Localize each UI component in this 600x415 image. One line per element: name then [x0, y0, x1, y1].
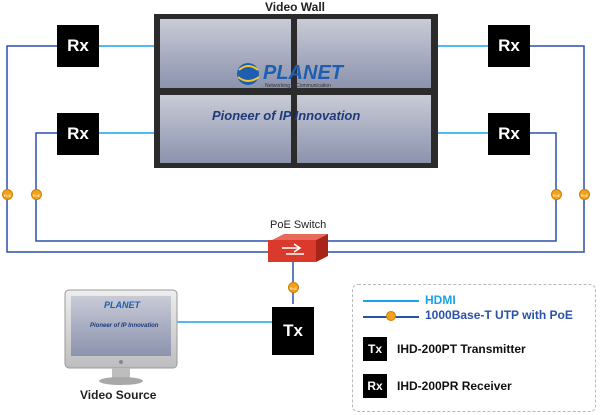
video-wall-title: Video Wall	[265, 0, 326, 14]
wall-brand: PLANET	[263, 62, 343, 84]
utp-links	[6, 45, 585, 304]
receiver-bottom-left: Rx	[57, 113, 99, 155]
legend-poe-dot	[386, 311, 396, 321]
monitor-slogan: Pioneer of IP Innovation	[90, 323, 159, 329]
poe-dot-right-outer: PoE	[579, 189, 590, 200]
video-source-monitor	[64, 289, 178, 385]
legend-hdmi-text: HDMI	[425, 293, 456, 307]
poe-dot-left-inner: PoE	[31, 189, 42, 200]
legend-rx-desc: IHD-200PR Receiver	[397, 379, 512, 393]
wall-slogan: Pioneer of IP Innovation	[212, 108, 361, 123]
video-source-label: Video Source	[80, 388, 157, 402]
poe-dot-left-outer: PoE	[2, 189, 13, 200]
receiver-bottom-right: Rx	[488, 113, 530, 155]
legend-hdmi-line	[363, 300, 419, 302]
legend-tx-box: Tx	[363, 337, 387, 361]
monitor-brand: PLANET	[104, 300, 140, 310]
poe-switch-label: PoE Switch	[270, 219, 327, 231]
transmitter: Tx	[272, 307, 314, 355]
legend-utp-text: 1000Base-T UTP with PoE	[425, 308, 573, 322]
poe-dot-transmitter: PoE	[288, 282, 299, 293]
receiver-top-left: Rx	[57, 25, 99, 67]
legend: HDMI 1000Base-T UTP with PoE Tx IHD-200P…	[352, 284, 596, 412]
wall-brand-tagline: Networking & Communication	[265, 83, 331, 89]
hdmi-links	[99, 45, 488, 323]
legend-tx-desc: IHD-200PT Transmitter	[397, 342, 526, 356]
video-wall	[154, 14, 438, 168]
legend-rx-box: Rx	[363, 374, 387, 398]
receiver-top-right: Rx	[488, 25, 530, 67]
poe-switch	[268, 234, 328, 262]
poe-dot-right-inner: PoE	[551, 189, 562, 200]
